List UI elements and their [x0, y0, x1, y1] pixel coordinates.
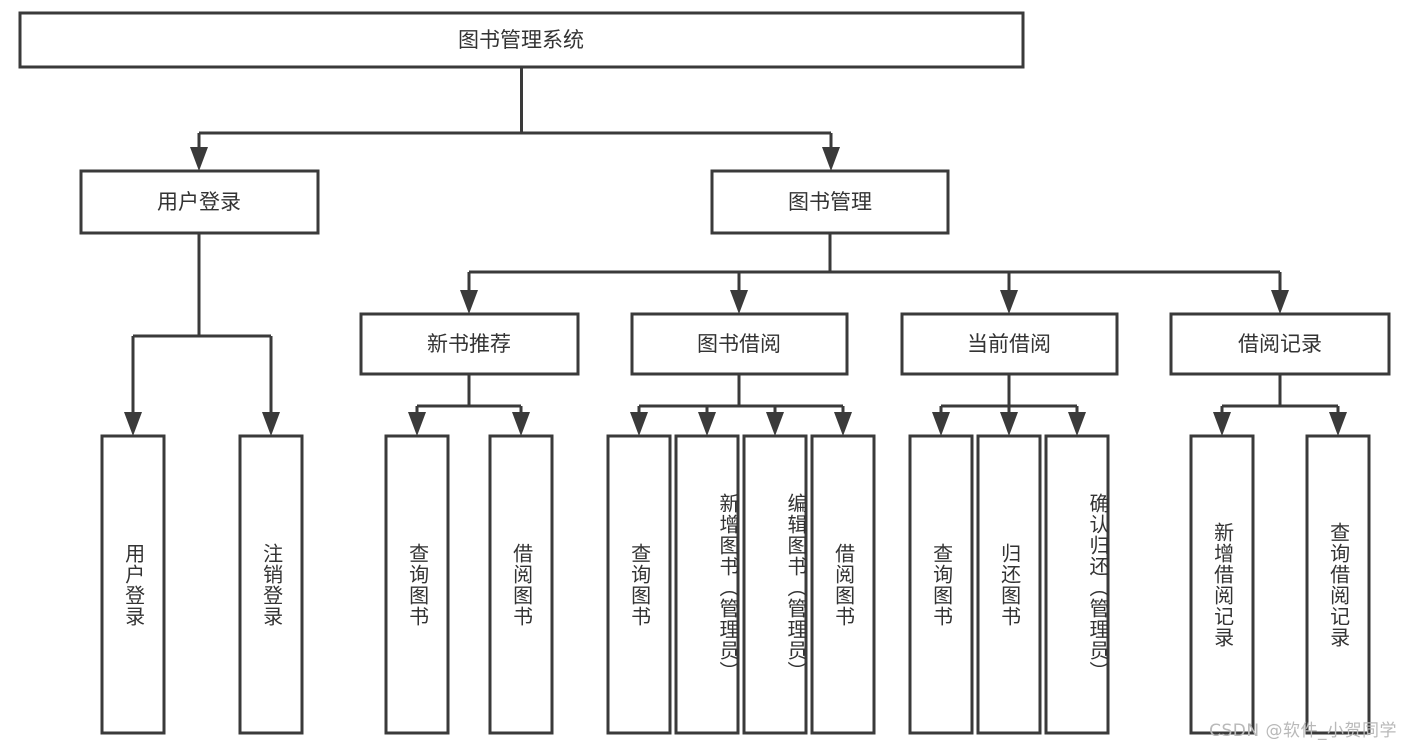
node-user-login-label: 用户登录: [157, 190, 241, 214]
node-borrow-records-label: 借阅记录: [1238, 332, 1322, 356]
leaf-newbook-borrow[interactable]: [488, 434, 554, 735]
connector-root-to-level2: [190, 67, 840, 171]
leaf-currentborrow-confirm[interactable]: [1044, 434, 1110, 735]
node-book-borrow[interactable]: 图书借阅: [630, 312, 849, 376]
node-root-label: 图书管理系统: [458, 28, 584, 52]
node-book-management-label: 图书管理: [788, 190, 872, 214]
node-new-book-recommend-label: 新书推荐: [427, 332, 511, 356]
node-book-borrow-label: 图书借阅: [697, 332, 781, 356]
leaf-borrowrecords-query[interactable]: [1305, 434, 1371, 735]
node-root[interactable]: 图书管理系统: [18, 11, 1025, 69]
node-current-borrow[interactable]: 当前借阅: [900, 312, 1119, 376]
node-new-book-recommend[interactable]: 新书推荐: [359, 312, 580, 376]
leaf-currentborrow-return[interactable]: [976, 434, 1042, 735]
connector-newbook-to-leaves: [408, 374, 530, 436]
connector-borrowrecords-to-leaves: [1213, 374, 1347, 436]
node-borrow-records[interactable]: 借阅记录: [1169, 312, 1391, 376]
watermark-text: CSDN @软件_小贺同学: [1209, 721, 1397, 741]
leaf-bookborrow-borrow[interactable]: [810, 434, 876, 735]
node-book-management[interactable]: 图书管理: [710, 169, 950, 235]
leaf-user-login-login[interactable]: [100, 434, 166, 735]
node-current-borrow-label: 当前借阅: [967, 332, 1051, 356]
node-user-login[interactable]: 用户登录: [79, 169, 320, 235]
connector-bookmgmt-to-level3: [460, 233, 1289, 314]
leaf-user-login-logout[interactable]: [238, 434, 304, 735]
leaf-currentborrow-query[interactable]: [908, 434, 974, 735]
leaf-bookborrow-query[interactable]: [606, 434, 672, 735]
leaf-bookborrow-add[interactable]: [674, 434, 740, 735]
leaf-newbook-query[interactable]: [384, 434, 450, 735]
connector-bookborrow-to-leaves: [630, 374, 852, 436]
connector-userlogin-to-leaves: [124, 233, 280, 436]
connector-currentborrow-to-leaves: [932, 374, 1086, 436]
leaf-borrowrecords-add[interactable]: [1189, 434, 1255, 735]
leaf-bookborrow-edit[interactable]: [742, 434, 808, 735]
